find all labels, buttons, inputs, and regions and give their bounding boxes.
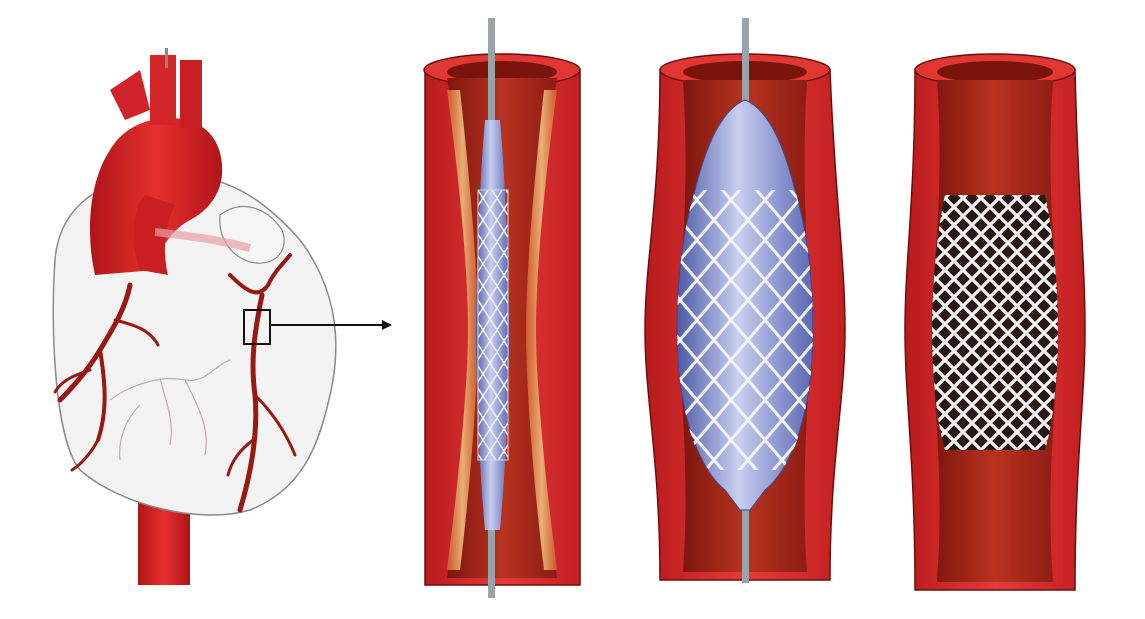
artery-stage-3 <box>904 53 1086 591</box>
artery-stage-1 <box>423 18 581 598</box>
pointer-arrowhead-icon <box>382 320 392 330</box>
artery-stage-2 <box>644 18 846 583</box>
artery-opening <box>447 61 557 83</box>
aorta-branch-2 <box>150 55 176 125</box>
coronary-arteries <box>53 253 297 513</box>
aorta-branch-line <box>165 48 168 68</box>
expanded-stent <box>932 195 1058 450</box>
plaque-left <box>447 90 478 570</box>
ascending-aorta <box>133 195 175 275</box>
aortic-arch <box>90 118 223 275</box>
highlight-box <box>243 309 271 345</box>
expanding-stent <box>677 190 813 470</box>
artery-opening <box>937 61 1053 83</box>
aorta-branch-3 <box>180 60 202 128</box>
pulmonary-band <box>154 228 252 252</box>
collapsed-stent <box>477 189 509 461</box>
heart-illustration <box>52 48 392 585</box>
plaque-right <box>526 90 557 570</box>
aorta-branch-1 <box>110 70 150 120</box>
coronary-veins <box>109 359 231 461</box>
